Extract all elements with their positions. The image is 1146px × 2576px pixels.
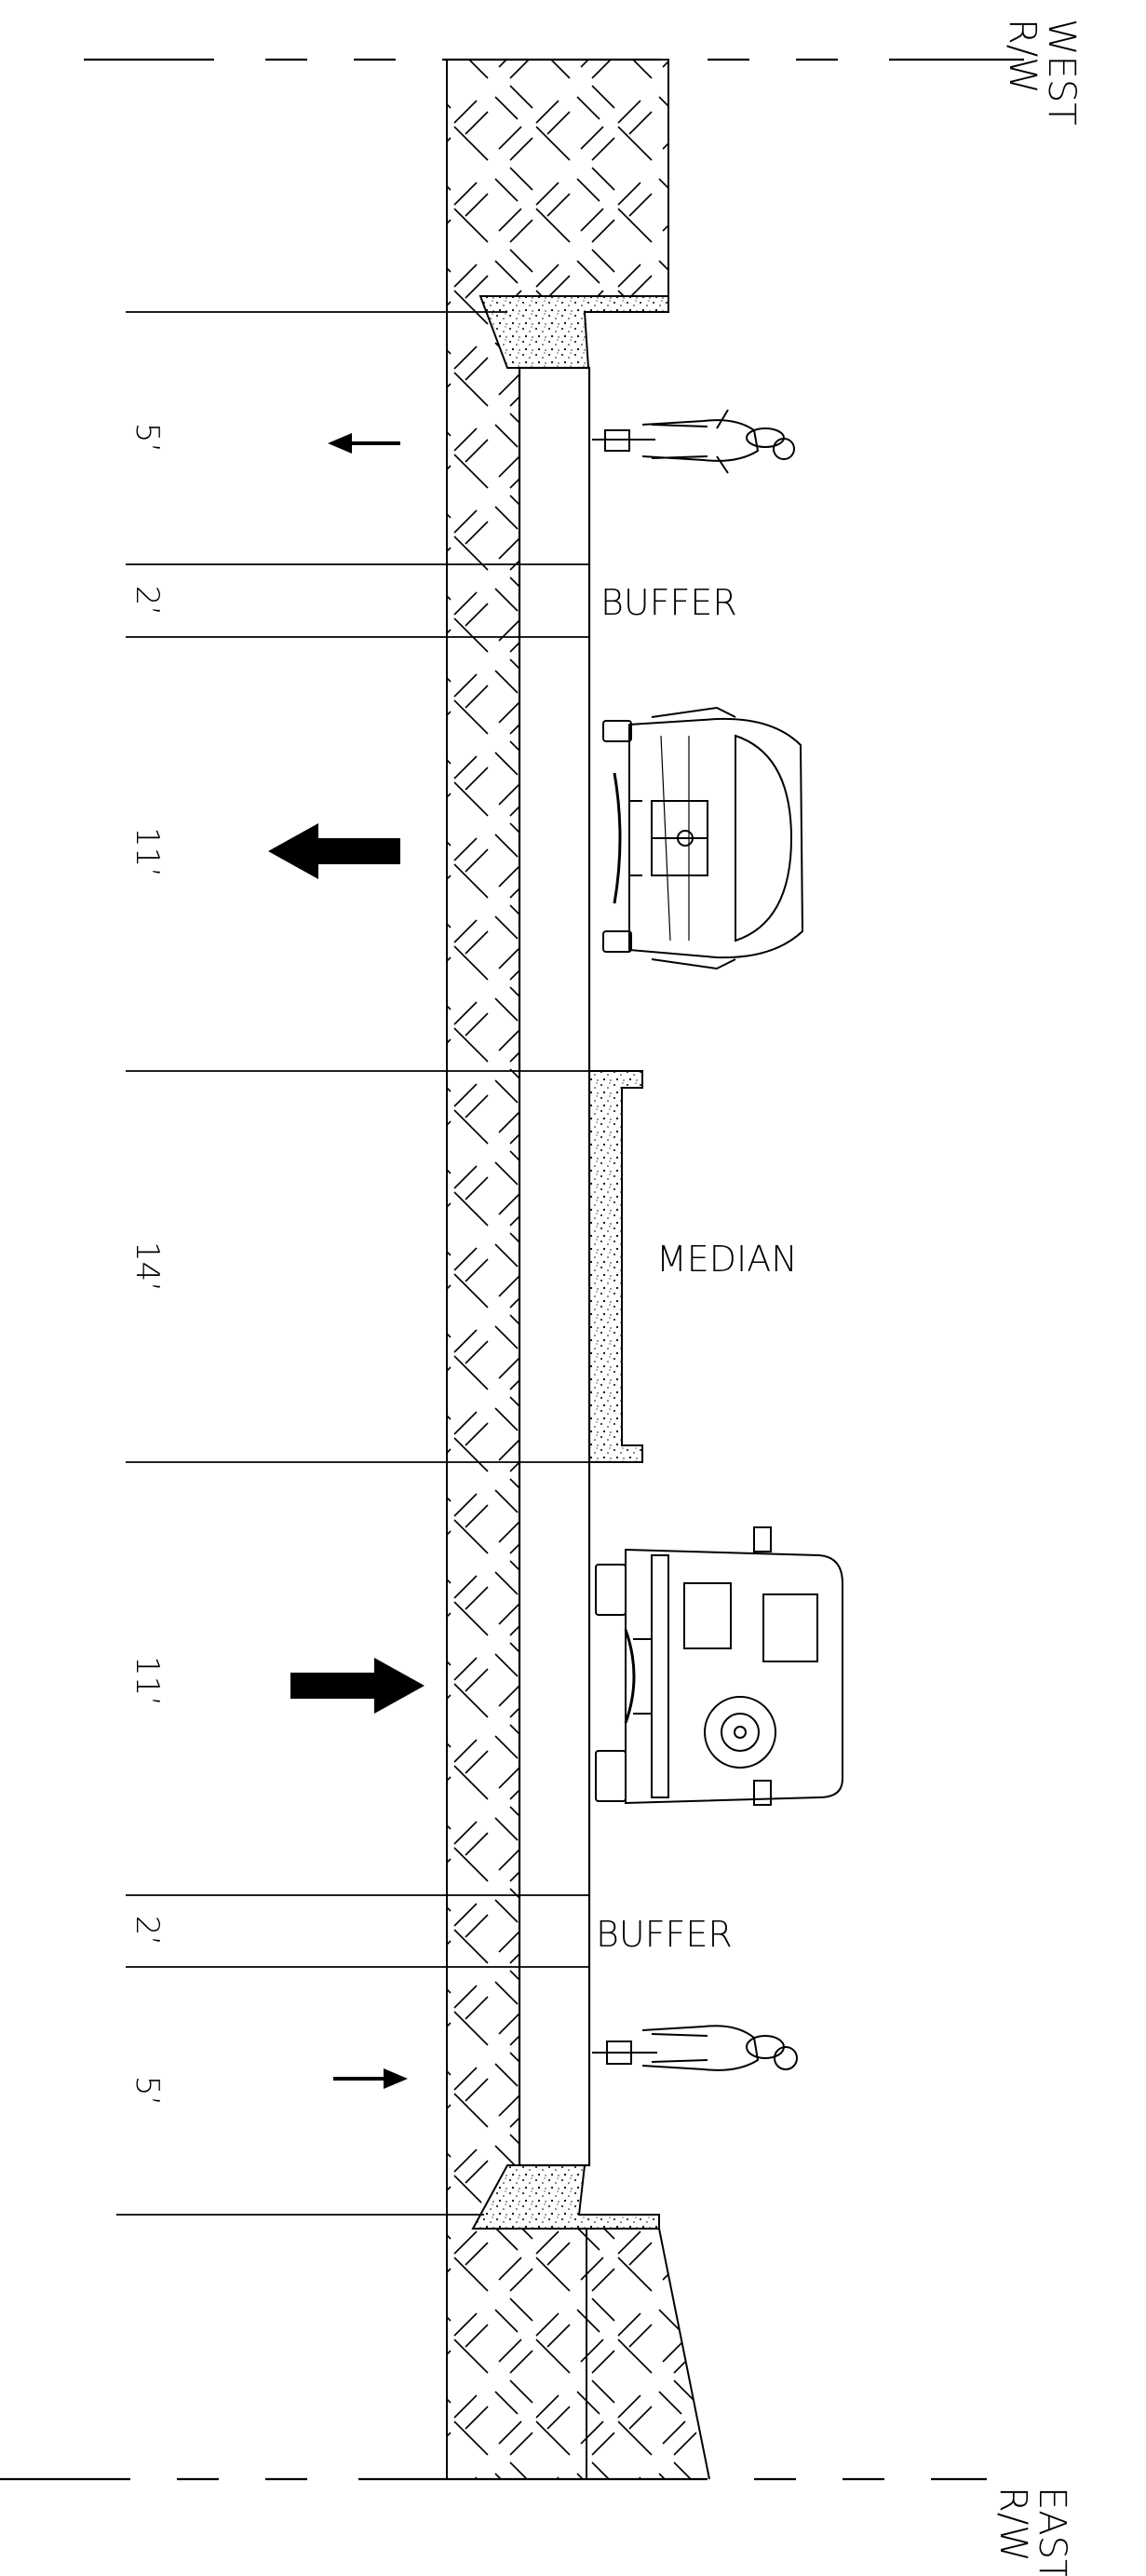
earth-fill xyxy=(446,59,710,2480)
dimension-lines xyxy=(116,311,589,2216)
east-curb xyxy=(471,2164,660,2230)
buffer-label-bottom: BUFFER xyxy=(596,1914,733,1955)
dim-median: 14’ xyxy=(128,1241,166,1292)
cyclist-west-icon xyxy=(592,409,795,474)
median-label: MEDIAN xyxy=(656,1239,798,1280)
dim-travel-lane-east: 11’ xyxy=(128,1656,166,1706)
raised-median xyxy=(588,1070,643,1463)
dim-travel-lane-west: 11’ xyxy=(128,827,166,877)
buffer-label-top: BUFFER xyxy=(600,582,737,623)
dim-buffer-east: 2’ xyxy=(128,1916,166,1946)
dim-buffer-west: 2’ xyxy=(128,586,166,616)
dim-bike-lane-east: 5’ xyxy=(128,2076,166,2106)
arrow-east-bike xyxy=(333,2068,408,2089)
east-rw-label: R/W xyxy=(991,2487,1034,2562)
jeep-icon xyxy=(595,1526,843,1806)
car-icon xyxy=(602,706,804,970)
east-label: EAST xyxy=(1031,2487,1073,2576)
arrow-east-travel xyxy=(290,1658,425,1714)
arrow-west-bike xyxy=(328,433,400,454)
west-curb xyxy=(479,295,669,369)
west-label: WEST xyxy=(1040,19,1083,126)
dim-bike-lane-west: 5’ xyxy=(128,423,166,453)
west-rw-label: R/W xyxy=(1001,19,1044,94)
cyclist-east-icon xyxy=(592,2025,798,2071)
arrow-west-travel xyxy=(268,823,400,879)
